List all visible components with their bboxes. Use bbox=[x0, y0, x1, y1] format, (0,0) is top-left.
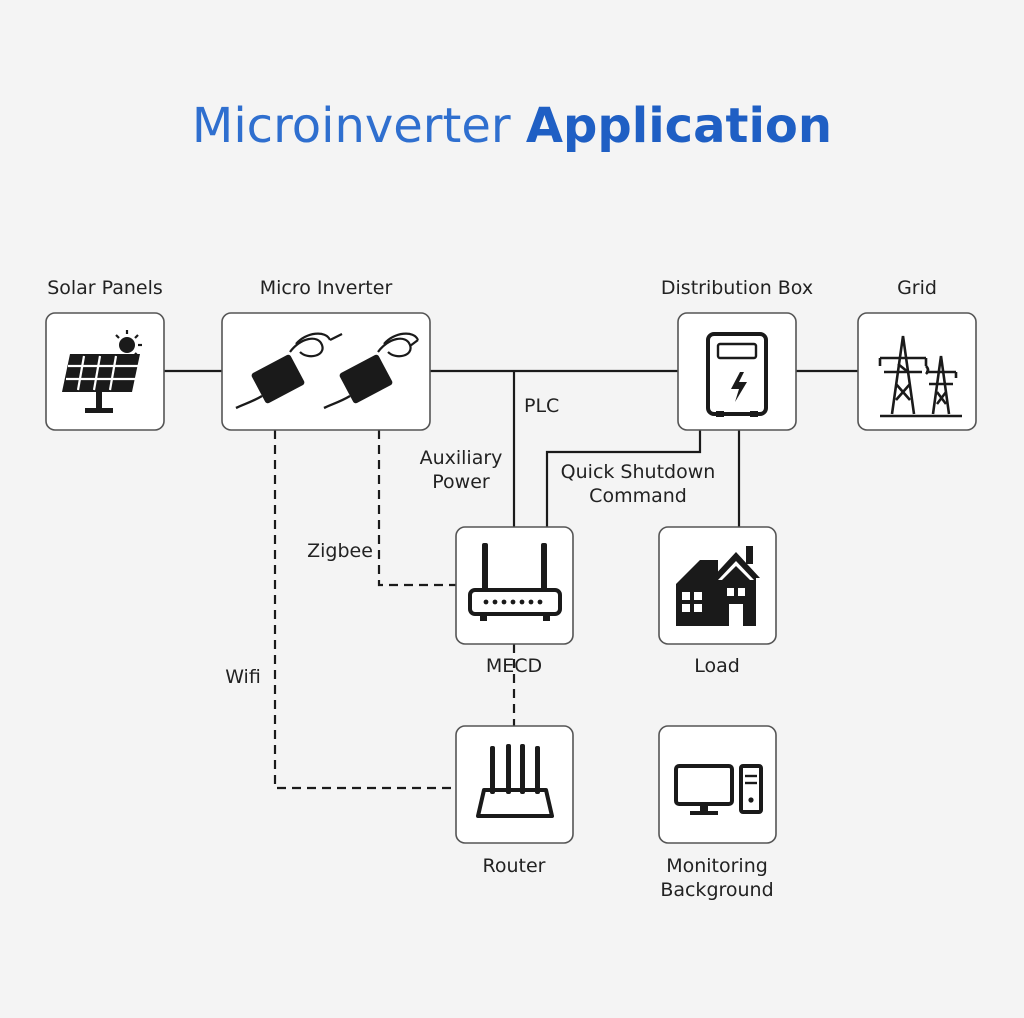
monitoring-label-line1: Monitoring bbox=[666, 855, 768, 877]
edge-labels: PLC Auxiliary Power Quick Shutdown Comma… bbox=[225, 395, 715, 688]
auxiliary-label-line2: Power bbox=[432, 471, 490, 493]
node-router: Router bbox=[455, 725, 574, 877]
zigbee-label: Zigbee bbox=[307, 540, 373, 562]
node-mecd: MECD bbox=[455, 526, 574, 677]
node-solar-panels: Solar Panels bbox=[45, 277, 165, 431]
solar-panels-label: Solar Panels bbox=[47, 277, 163, 299]
plc-label: PLC bbox=[524, 395, 559, 417]
micro-inverter-box bbox=[221, 312, 431, 431]
distribution-box-icon bbox=[706, 332, 768, 417]
edge-wifi bbox=[273, 430, 456, 790]
node-distribution-box: Distribution Box bbox=[661, 277, 813, 431]
distribution-box-label: Distribution Box bbox=[661, 277, 813, 299]
edge-zigbee bbox=[377, 430, 456, 587]
load-label: Load bbox=[694, 655, 740, 677]
house-icon bbox=[676, 546, 760, 626]
node-monitoring: Monitoring Background bbox=[658, 725, 777, 901]
modem-icon bbox=[468, 543, 562, 621]
node-grid: Grid bbox=[857, 277, 977, 431]
node-load: Load bbox=[658, 526, 777, 677]
power-tower-icon bbox=[878, 335, 962, 418]
node-micro-inverter: Micro Inverter bbox=[221, 277, 431, 431]
router-label: Router bbox=[483, 855, 546, 877]
computer-icon bbox=[674, 764, 763, 815]
quick-shutdown-label-line1: Quick Shutdown bbox=[561, 461, 716, 483]
diagram-title: Microinverter Application bbox=[0, 96, 1024, 156]
title-light: Microinverter bbox=[191, 98, 511, 154]
mecd-label: MECD bbox=[486, 655, 542, 677]
grid-label: Grid bbox=[897, 277, 937, 299]
quick-shutdown-label-line2: Command bbox=[589, 485, 687, 507]
router-icon bbox=[476, 744, 554, 818]
edge-quick-shutdown bbox=[545, 430, 702, 527]
connections bbox=[164, 369, 858, 790]
wifi-label: Wifi bbox=[225, 666, 261, 688]
auxiliary-label-line1: Auxiliary bbox=[420, 447, 503, 469]
micro-inverter-label: Micro Inverter bbox=[260, 277, 393, 299]
title-bold: Application bbox=[525, 98, 833, 154]
monitoring-label-line2: Background bbox=[660, 879, 773, 901]
solar-panel-icon bbox=[62, 330, 142, 413]
micro-inverter-icon bbox=[235, 332, 420, 410]
mecd-box bbox=[455, 526, 574, 645]
router-box bbox=[455, 725, 574, 844]
